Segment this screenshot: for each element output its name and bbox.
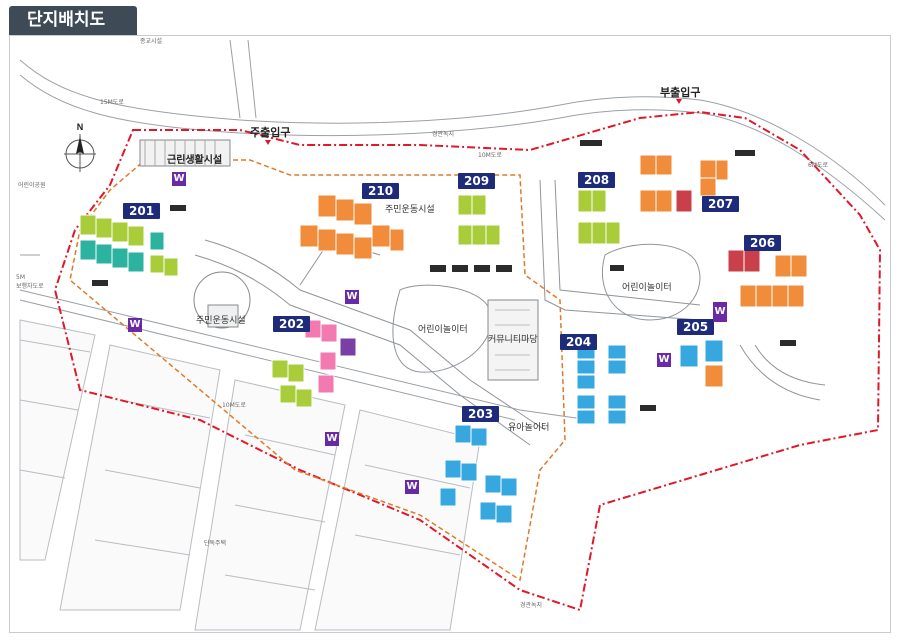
- internal-roads: [194, 179, 826, 446]
- map-frame: [9, 35, 891, 633]
- building-210-units: [299, 194, 405, 260]
- building-tag-202[interactable]: 202: [273, 316, 311, 332]
- building-tag-207[interactable]: 207: [702, 196, 740, 212]
- parking-marks: [92, 140, 796, 411]
- neighborhood-facility-label: 근린생활시설: [167, 155, 223, 166]
- building-tag-206[interactable]: 206: [744, 235, 782, 251]
- community-plaza: [487, 299, 539, 381]
- park-label: 어린이공원: [18, 182, 46, 189]
- sports-facility-label-1: 주민운동시설: [196, 316, 246, 326]
- building-208-units: [577, 189, 621, 245]
- road-label-south: 10M도로: [222, 402, 246, 409]
- building-tag-201[interactable]: 201: [123, 203, 161, 219]
- building-209-units: [457, 194, 501, 246]
- compass-icon: N: [64, 122, 96, 172]
- roads-layer: [19, 39, 886, 421]
- w-badge: W: [325, 432, 339, 446]
- sports-facility-label-2: 주민운동시설: [385, 205, 435, 215]
- entrance-markers: [265, 99, 682, 145]
- w-badge: W: [128, 318, 142, 332]
- building-205-units: [679, 339, 724, 388]
- sub-entrance-label: 부출입구: [660, 86, 701, 99]
- building-202-units: [271, 319, 357, 408]
- playground-label-1: 어린이놀이터: [418, 325, 468, 335]
- building-tag-209[interactable]: 209: [458, 173, 496, 189]
- greens-label-south: 경관녹지: [520, 602, 543, 609]
- road-label-pedestrian: 5M 보행자도로: [16, 274, 44, 290]
- community-label: 커뮤니티마당: [488, 335, 538, 345]
- w-badge: W: [172, 172, 186, 186]
- toddler-playground-label: 유아놀이터: [508, 423, 550, 433]
- building-tag-210[interactable]: 210: [362, 183, 400, 199]
- playground-label-2: 어린이놀이터: [622, 283, 672, 293]
- neighborhood-facility: [139, 139, 231, 167]
- main-entrance-label: 주출입구: [250, 126, 291, 139]
- road-label-east: 6M도로: [808, 162, 829, 169]
- site-boundary: [53, 110, 882, 612]
- w-badge: W: [657, 353, 671, 367]
- compass-label: N: [77, 122, 84, 132]
- building-tag-208[interactable]: 208: [578, 172, 616, 188]
- building-tag-205[interactable]: 205: [677, 319, 715, 335]
- road-label-north: 10M도로: [478, 152, 502, 159]
- houses-label: 단독주택: [204, 540, 227, 547]
- building-203-units: [439, 424, 518, 524]
- sports-area-1: [193, 271, 251, 329]
- building-204-units: [576, 344, 627, 425]
- building-tag-203[interactable]: 203: [462, 406, 500, 422]
- greens-label-north: 경관녹지: [432, 131, 455, 138]
- building-206-units: [727, 249, 808, 308]
- house-blocks: [19, 319, 481, 631]
- road-label-west-top: 15M도로: [100, 99, 124, 106]
- w-badge: W: [405, 480, 419, 494]
- building-201-units: [79, 214, 179, 277]
- building-207-units: [639, 154, 729, 213]
- w-badge: W: [713, 302, 727, 322]
- public-facility-label: 종교시설: [140, 38, 163, 45]
- w-badge: W: [345, 290, 359, 304]
- page-title: 단지배치도: [9, 6, 137, 35]
- inner-boundary: [69, 159, 566, 582]
- building-tag-204[interactable]: 204: [560, 334, 598, 350]
